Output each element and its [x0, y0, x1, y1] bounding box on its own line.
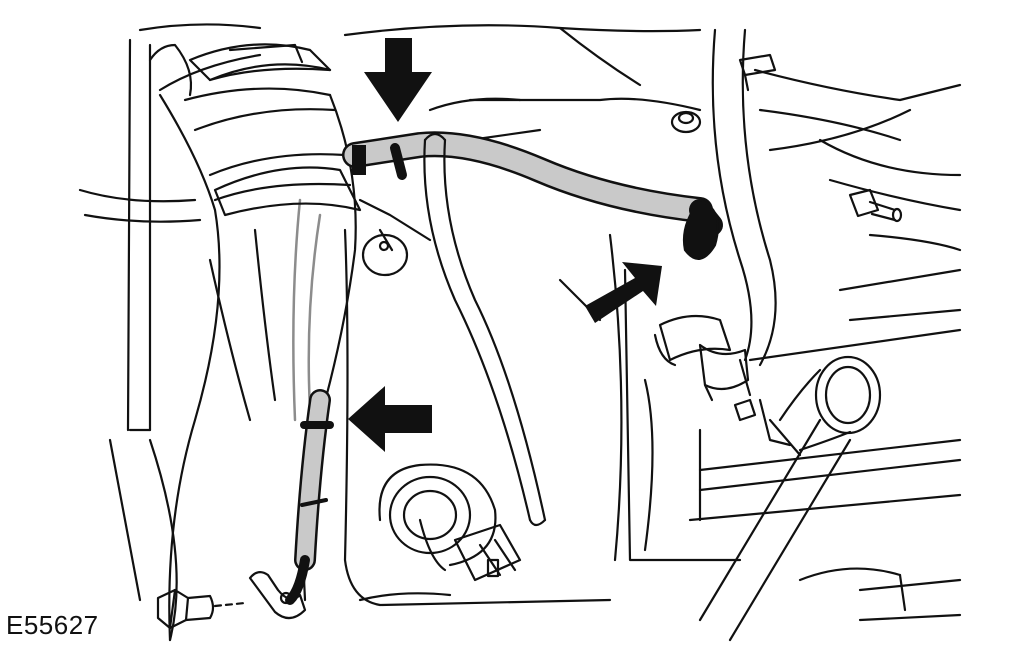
- filler-neck: [733, 355, 882, 457]
- ground-bolt: [156, 588, 215, 630]
- wiring-harness: [285, 131, 723, 605]
- ground-terminal: [248, 571, 307, 620]
- figure-id-label: E55627: [6, 610, 99, 640]
- bolt-alignment-line: [213, 601, 247, 608]
- vacuum-hose: [423, 132, 547, 527]
- harness-clip: [213, 166, 432, 277]
- arrow-down: [364, 38, 432, 122]
- engine-structure: [78, 23, 962, 642]
- coolant-pipe: [653, 28, 777, 402]
- arrow-left: [348, 386, 432, 452]
- intake-hose: [148, 43, 357, 642]
- arrow-up-right: [585, 262, 662, 323]
